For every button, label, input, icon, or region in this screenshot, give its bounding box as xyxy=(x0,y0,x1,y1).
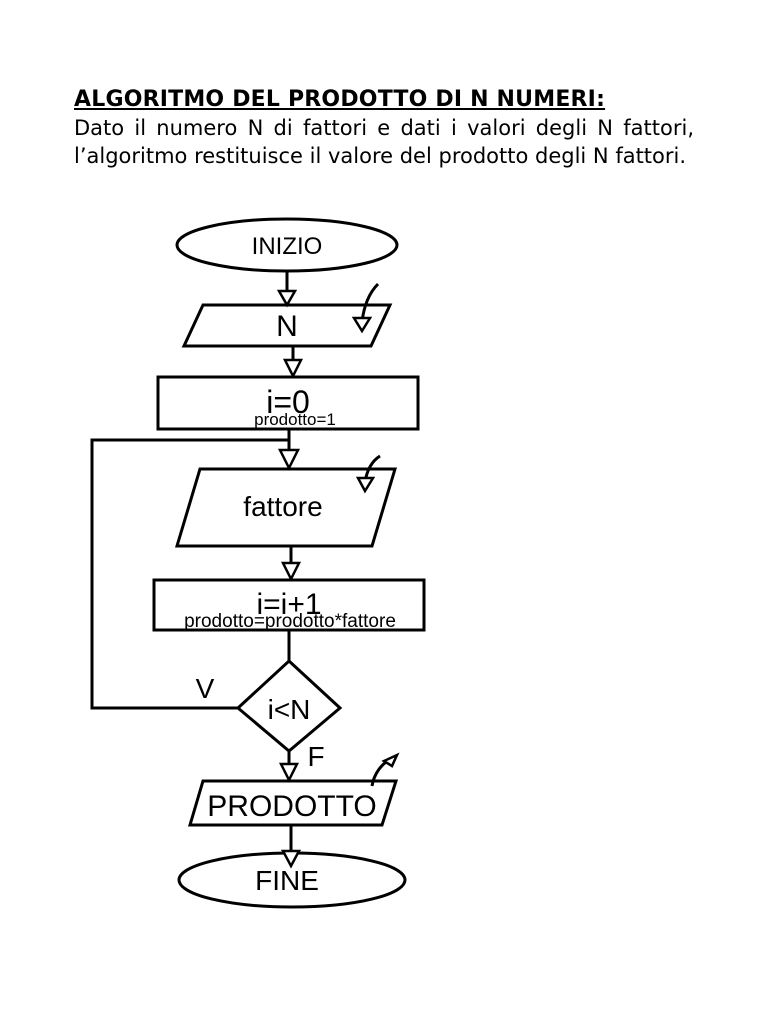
input-n-shape xyxy=(181,303,393,348)
input-n-label: N xyxy=(276,310,298,343)
output-marker-arrowhead xyxy=(381,752,400,768)
false-branch-label: F xyxy=(307,741,324,772)
arrowhead-output-to-end xyxy=(280,849,302,869)
start-label: INIZIO xyxy=(252,233,323,260)
input-factor-shape xyxy=(174,467,398,548)
input-marker-factor-arrowhead xyxy=(355,476,376,494)
output-label: PRODOTTO xyxy=(207,790,376,823)
document-description: Dato il numero N di fattori e dati i val… xyxy=(74,116,694,168)
document-header: ALGORITMO DEL PRODOTTO DI N NUMERI: Dato… xyxy=(74,86,694,170)
end-label: FINE xyxy=(255,865,319,896)
document-title: ALGORITMO DEL PRODOTTO DI N NUMERI: xyxy=(74,87,606,112)
init-line1-label: i=0 xyxy=(266,384,310,420)
arrowhead-init-to-factor xyxy=(277,448,301,471)
update-process-box xyxy=(152,578,426,632)
input-marker-n-arrowhead xyxy=(351,316,373,334)
true-branch-label: V xyxy=(196,673,215,704)
arrowhead-n-to-init xyxy=(282,358,304,379)
init-line2-label: prodotto=1 xyxy=(254,410,336,429)
arrowhead-start-to-n xyxy=(276,289,298,308)
input-factor-label: fattore xyxy=(243,491,322,522)
arrowhead-factor-to-update xyxy=(280,561,302,582)
decision-label: i<N xyxy=(268,694,311,725)
arrowhead-decision-to-output xyxy=(278,762,300,783)
loop-back-connector xyxy=(90,438,289,710)
init-process-box xyxy=(156,375,420,431)
output-shape xyxy=(187,779,399,827)
update-line2-label: prodotto=prodotto*fattore xyxy=(184,611,396,632)
update-line1-label: i=i+1 xyxy=(256,588,321,621)
